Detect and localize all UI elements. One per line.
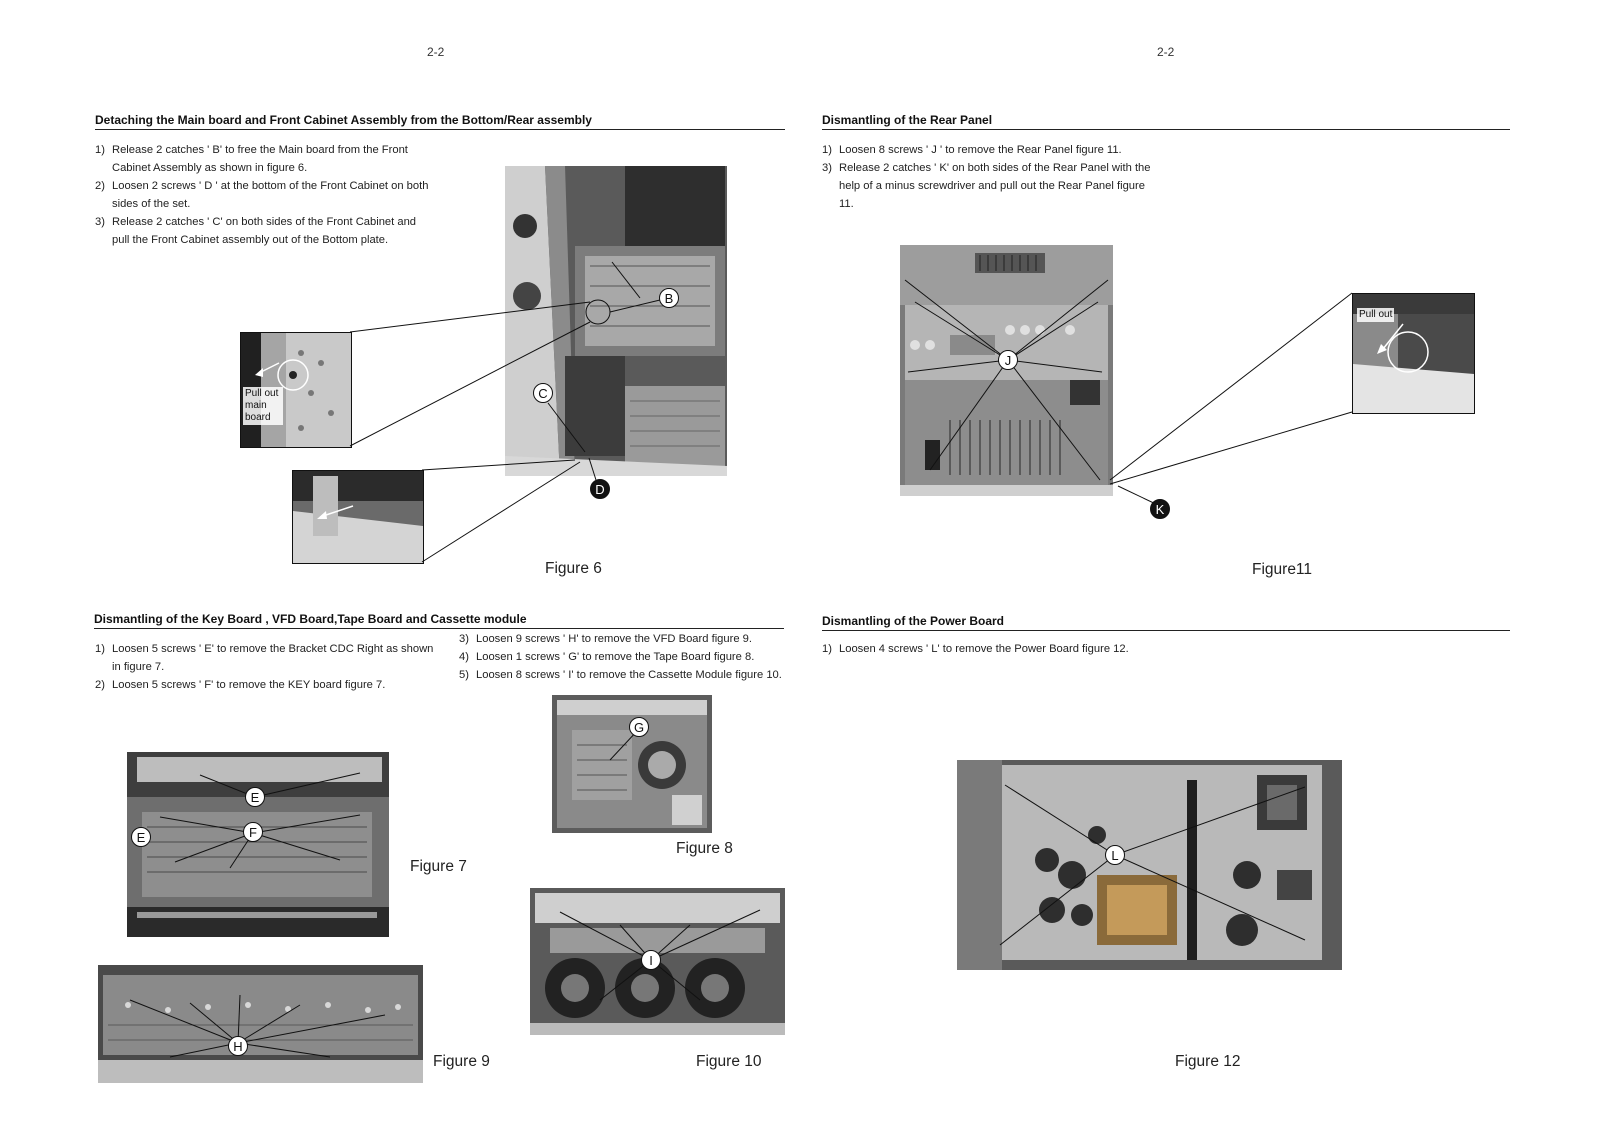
step-item: 4)Loosen 1 screws ' G' to remove the Tap… <box>459 651 755 663</box>
step-item: 3)Release 2 catches ' K' on both sides o… <box>822 162 1151 210</box>
figure-11-inset-pull-out: Pull out <box>1352 293 1475 414</box>
step-item: 5)Loosen 8 screws ' I' to remove the Cas… <box>459 669 782 681</box>
step-item: 2)Loosen 5 screws ' F' to remove the KEY… <box>95 679 386 691</box>
callout-l: L <box>1105 845 1125 865</box>
figure-7-caption: Figure 7 <box>410 858 467 875</box>
callout-k: K <box>1150 499 1170 519</box>
callout-c: C <box>533 383 553 403</box>
callout-f: F <box>243 822 263 842</box>
callout-i: I <box>641 950 661 970</box>
step-item: 1)Loosen 8 screws ' J ' to remove the Re… <box>822 144 1122 156</box>
figure-12-photo <box>957 760 1342 970</box>
callout-h: H <box>228 1036 248 1056</box>
figure-6-inset-main-board: Pull out main board <box>240 332 352 448</box>
figure-6-inset-bottom <box>292 470 424 564</box>
key-board-steps-left: 1)Loosen 5 screws ' E' to remove the Bra… <box>95 640 435 694</box>
step-item: 3)Release 2 catches ' C' on both sides o… <box>95 216 417 246</box>
rear-panel-steps: 1)Loosen 8 screws ' J ' to remove the Re… <box>822 141 1162 213</box>
section-title-key-board: Dismantling of the Key Board , VFD Board… <box>94 612 784 629</box>
section-title-main-board: Detaching the Main board and Front Cabin… <box>95 113 785 130</box>
power-board-steps: 1)Loosen 4 screws ' L' to remove the Pow… <box>822 640 1222 658</box>
figure-9-photo <box>98 965 423 1083</box>
figure-11-caption: Figure11 <box>1252 561 1313 578</box>
step-item: 2)Loosen 2 screws ' D ' at the bottom of… <box>95 180 429 210</box>
step-item: 1)Loosen 4 screws ' L' to remove the Pow… <box>822 643 1129 655</box>
callout-j: J <box>998 350 1018 370</box>
figure-8-photo <box>552 695 712 833</box>
callout-e-left: E <box>131 827 151 847</box>
step-item: 1)Loosen 5 screws ' E' to remove the Bra… <box>95 643 434 673</box>
step-item: 3)Loosen 9 screws ' H' to remove the VFD… <box>459 633 753 645</box>
section-title-power-board: Dismantling of the Power Board <box>822 614 1510 631</box>
page-number-left: 2-2 <box>427 45 445 59</box>
figure-10-caption: Figure 10 <box>696 1053 762 1070</box>
inset-label-pull-out: Pull out <box>1357 308 1395 322</box>
figure-12-caption: Figure 12 <box>1175 1053 1241 1070</box>
figure-11-photo <box>900 245 1113 496</box>
page-number-right: 2-2 <box>1157 45 1175 59</box>
figure-6-caption: Figure 6 <box>545 560 602 577</box>
callout-e-top: E <box>245 787 265 807</box>
callout-d: D <box>590 479 610 499</box>
inset-label-pull-out-main-board: Pull out main board <box>243 387 283 425</box>
key-board-steps-right: 3)Loosen 9 screws ' H' to remove the VFD… <box>459 630 797 684</box>
callout-g: G <box>629 717 649 737</box>
figure-7-photo <box>127 752 389 937</box>
figure-6-photo <box>505 166 727 476</box>
step-item: 1)Release 2 catches ' B' to free the Mai… <box>95 144 408 174</box>
figure-8-caption: Figure 8 <box>676 840 733 857</box>
main-board-steps: 1)Release 2 catches ' B' to free the Mai… <box>95 141 435 249</box>
figure-9-caption: Figure 9 <box>433 1053 490 1070</box>
section-title-rear-panel: Dismantling of the Rear Panel <box>822 113 1510 130</box>
callout-b: B <box>659 288 679 308</box>
